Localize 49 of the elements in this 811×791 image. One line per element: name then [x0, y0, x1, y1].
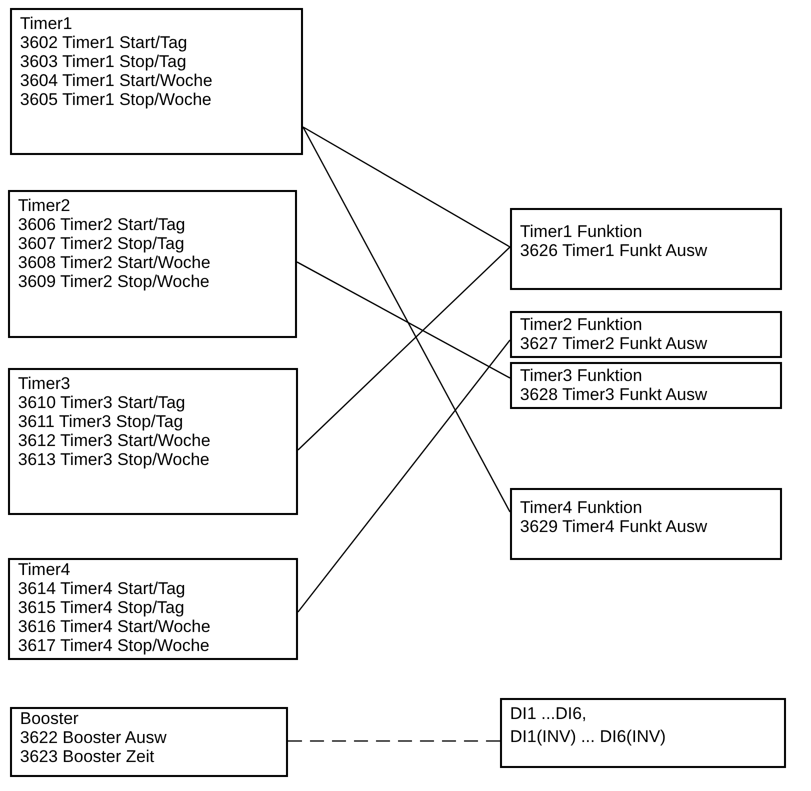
parameter-text: 3607 Timer2 Stop/Tag	[18, 234, 184, 253]
dashed-connector	[288, 740, 500, 742]
parameter-text: 3605 Timer1 Stop/Woche	[20, 90, 212, 109]
box-heading: Timer3 Funktion	[520, 366, 642, 385]
parameter-box	[510, 311, 782, 358]
parameter-text: 3627 Timer2 Funkt Ausw	[520, 334, 708, 353]
parameter-text: 3622 Booster Ausw	[20, 728, 166, 747]
parameter-text: 3613 Timer3 Stop/Woche	[18, 450, 210, 469]
parameter-box	[510, 488, 782, 560]
connector-line	[298, 246, 510, 450]
box-heading: Timer1 Funktion	[520, 222, 642, 241]
parameter-text: 3603 Timer1 Stop/Tag	[20, 52, 186, 71]
connector-line	[302, 126, 510, 248]
box-heading: Timer4	[18, 560, 70, 579]
parameter-text: 3616 Timer4 Start/Woche	[18, 617, 210, 636]
parameter-box	[500, 698, 786, 768]
box-heading: Booster	[20, 709, 79, 728]
box-heading: Timer1	[20, 14, 72, 33]
parameter-text: 3614 Timer4 Start/Tag	[18, 579, 186, 598]
parameter-box	[8, 190, 297, 338]
parameter-text: 3611 Timer3 Stop/Tag	[18, 412, 184, 431]
connector-line	[296, 261, 510, 379]
connector-line	[302, 126, 511, 512]
box-heading: Timer2 Funktion	[520, 315, 642, 334]
parameter-text: 3623 Booster Zeit	[20, 747, 154, 766]
parameter-text: 3628 Timer3 Funkt Ausw	[520, 385, 708, 404]
parameter-text: 3609 Timer2 Stop/Woche	[18, 272, 210, 291]
box-heading: Timer2	[18, 196, 70, 215]
parameter-box	[510, 362, 782, 409]
parameter-text: DI1(INV) ... DI6(INV)	[510, 727, 666, 746]
box-heading: DI1 ...DI6,	[510, 704, 587, 723]
connector-line	[297, 340, 511, 612]
box-heading: Timer4 Funktion	[520, 498, 642, 517]
parameter-box	[10, 8, 303, 155]
parameter-text: 3610 Timer3 Start/Tag	[18, 393, 186, 412]
parameter-text: 3626 Timer1 Funkt Ausw	[520, 241, 708, 260]
parameter-box	[510, 208, 782, 290]
parameter-text: 3604 Timer1 Start/Woche	[20, 71, 212, 90]
parameter-text: 3602 Timer1 Start/Tag	[20, 33, 188, 52]
parameter-box	[8, 558, 298, 660]
parameter-text: 3612 Timer3 Start/Woche	[18, 431, 210, 450]
parameter-text: 3629 Timer4 Funkt Ausw	[520, 517, 708, 536]
box-heading: Timer3	[18, 374, 70, 393]
parameter-box	[10, 707, 288, 777]
parameter-text: 3608 Timer2 Start/Woche	[18, 253, 210, 272]
parameter-text: 3606 Timer2 Start/Tag	[18, 215, 186, 234]
parameter-box	[8, 368, 298, 515]
parameter-text: 3617 Timer4 Stop/Woche	[18, 636, 210, 655]
parameter-text: 3615 Timer4 Stop/Tag	[18, 598, 184, 617]
